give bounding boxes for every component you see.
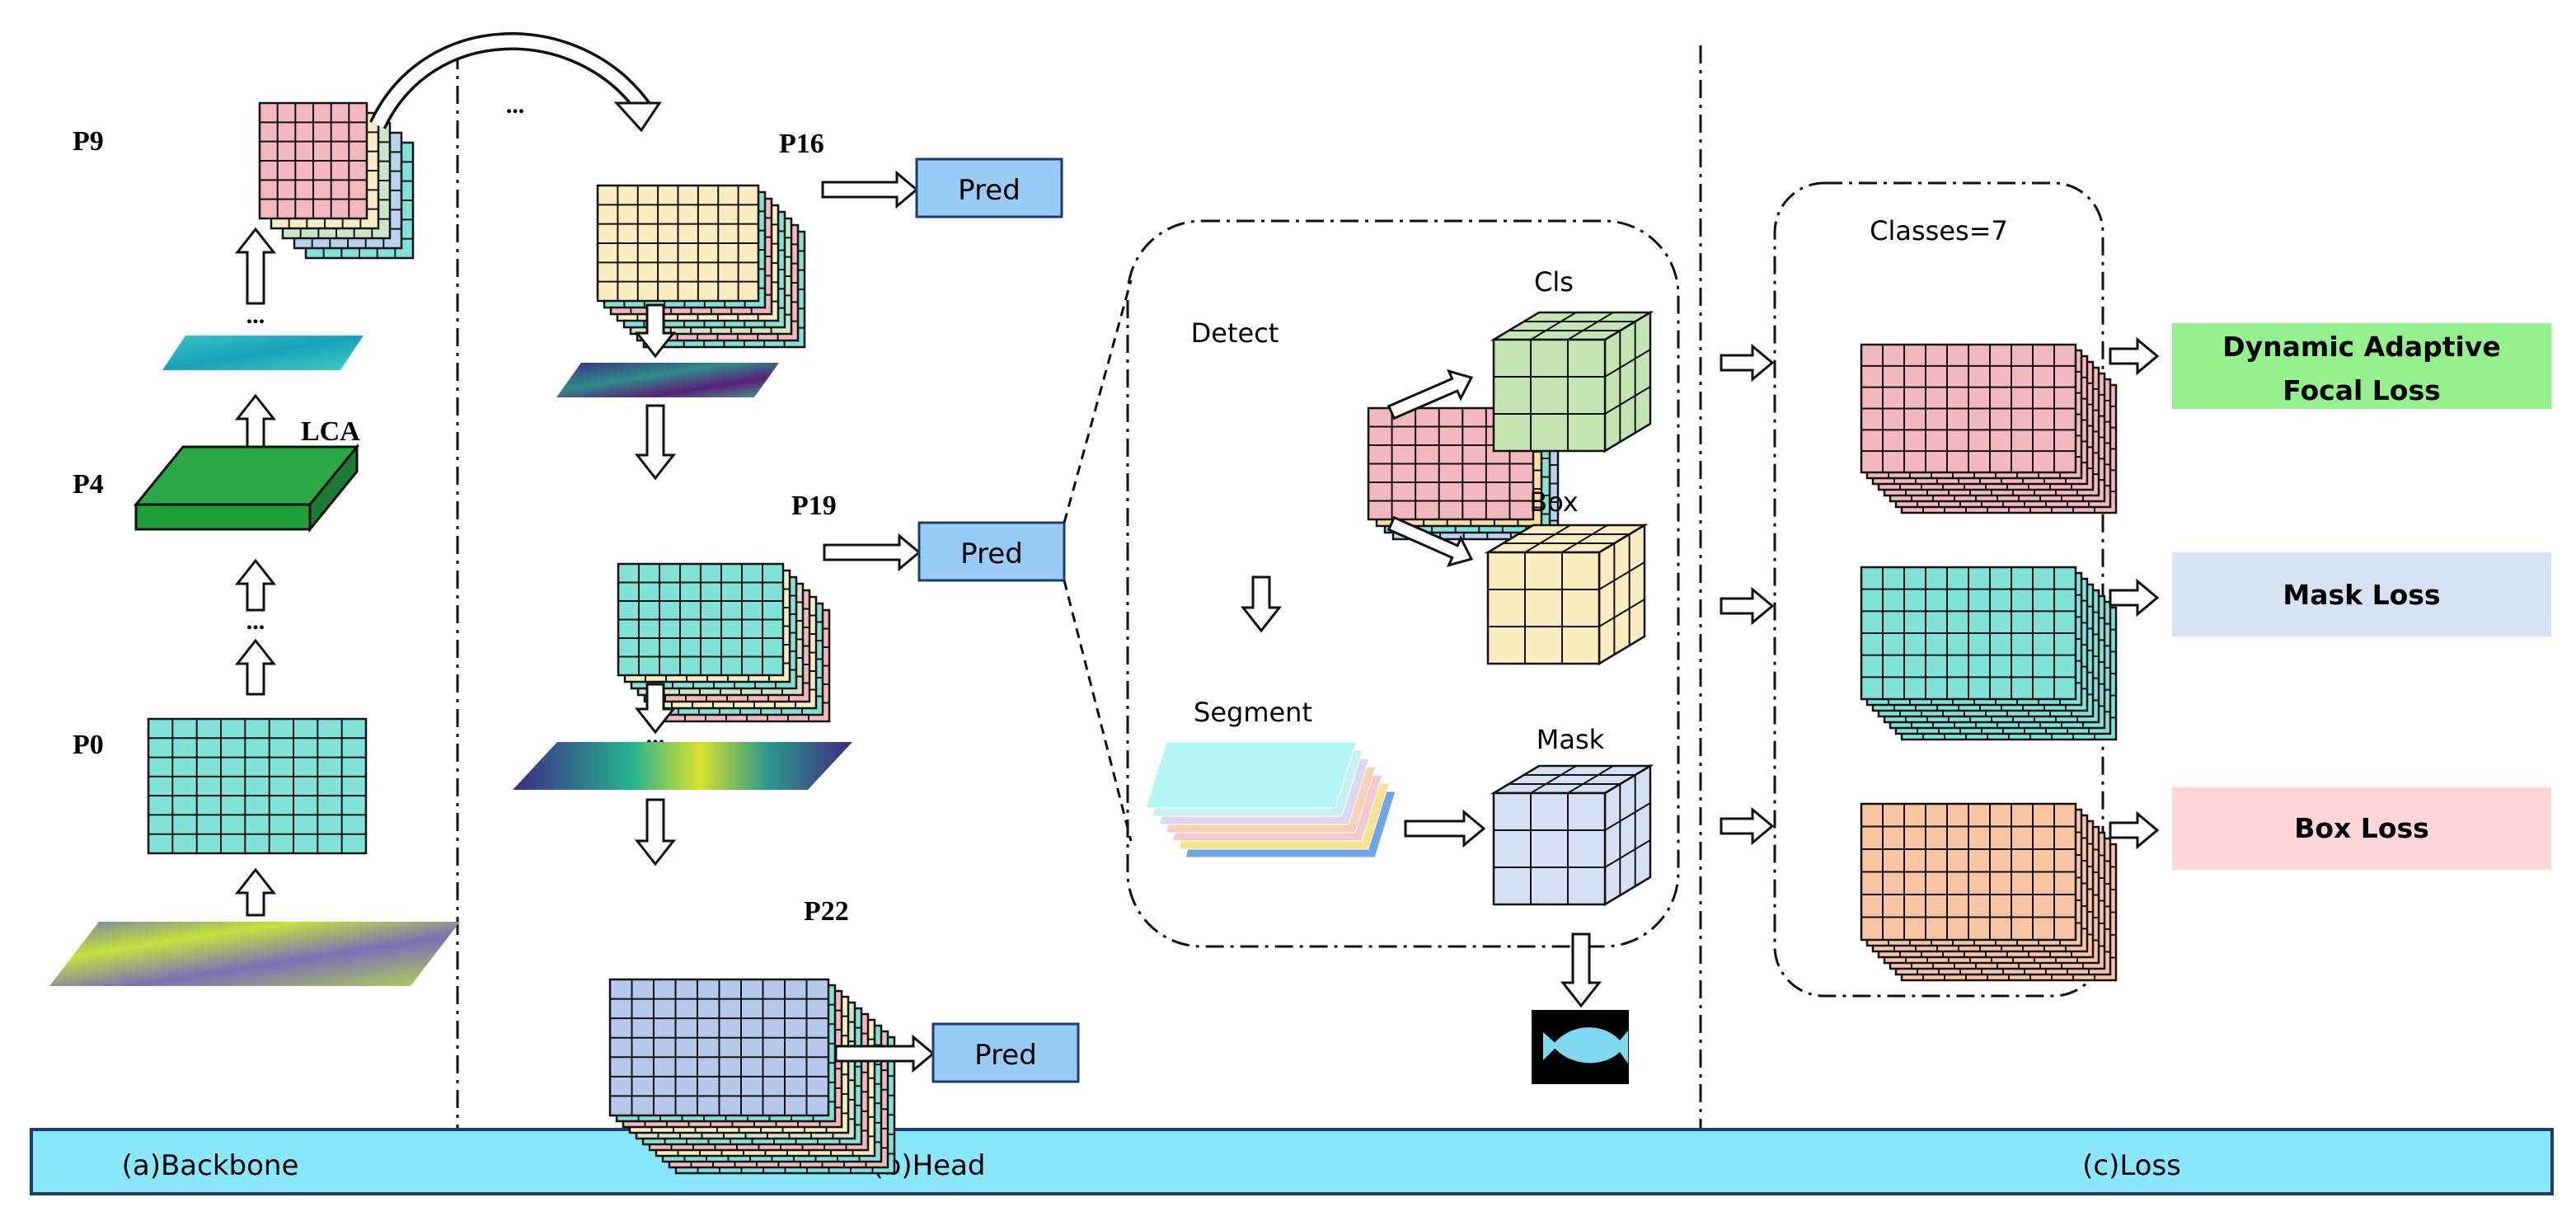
arrow-to-pred-p16 [821,170,919,209]
arrow-to-mask [1404,809,1486,848]
backbone-p4-plate [133,443,360,533]
label-classes: Classes=7 [1870,215,2008,247]
pred-box-p22 [931,1022,1080,1083]
dots-backbone-upper: ... [246,302,265,329]
arrow-to-focal [2109,336,2160,376]
arrow-to-pred-p19 [823,533,922,572]
input-image [49,922,460,986]
arrow-up-p0 [234,638,277,696]
cls-cube [1490,310,1654,453]
arrow-to-boxloss [2109,810,2160,850]
focal-loss-box [2172,323,2551,409]
loss-stack-mask [1860,566,2118,741]
label-detect: Detect [1191,317,1279,349]
label-p22: P22 [804,896,849,927]
arrow-down-detect [1240,575,1283,633]
pred-label-p19: Pred [960,538,1023,571]
arrow-up-input [234,867,277,917]
arrow-into-loss-1 [1720,343,1775,383]
mask-loss-label: Mask Loss [2283,579,2440,611]
label-segment: Segment [1194,697,1312,728]
feature-map-teal [162,336,364,370]
label-p0: P0 [73,730,104,760]
label-box: Box [1529,486,1578,518]
backbone-p0-grid [147,717,368,855]
dots-head-top: ... [506,92,525,119]
arrow-down-heat1 [634,404,677,481]
head-p19-stack [617,562,831,723]
head-p22-stack [608,978,896,1175]
mask-cube [1490,763,1654,907]
head-p19-stack-layer [617,562,785,677]
loss-stack-focal [1860,343,2118,514]
loss-stack-mask-layer [1860,566,2077,701]
feature-map-heat-2 [513,742,852,790]
pred-box-p16 [915,157,1063,218]
arrow-down-heat2 [634,798,677,866]
label-mask: Mask [1537,724,1605,755]
arrow-to-pred-p22 [834,1034,936,1073]
loss-panel [1773,181,2104,998]
label-cls: Cls [1534,266,1574,298]
loss-stack-focal-layer [1860,343,2077,474]
label-p9: P9 [73,126,104,157]
head-p22-stack-layer [608,978,830,1117]
loss-stack-box-layer [1860,802,2077,942]
mask-loss-box [2172,552,2551,636]
label-p19: P19 [791,491,837,521]
section-bar [30,1128,2554,1195]
focal-loss-label-line2: Focal Loss [2283,374,2441,406]
arrow-up-p4 [234,558,277,612]
arrow-into-loss-2 [1720,586,1775,626]
backbone-p9-stack [258,101,415,260]
zoom-line-bottom [1063,580,1133,842]
dots-backbone-lower: ... [246,608,265,635]
box-cube [1484,523,1649,666]
curved-arrow-head [613,101,662,133]
arrow-to-cls [1387,369,1474,420]
head-p16-stack-layer [596,184,760,303]
arrow-up-p9 [234,227,277,305]
section-label-backbone: (a)Backbone [122,1149,299,1182]
feature-map-heat-1 [556,363,779,397]
loss-stack-box [1860,802,2118,982]
fish-mask-icon [1543,1027,1628,1064]
box-loss-label: Box Loss [2294,812,2429,844]
arrow-down-p16 [634,303,677,359]
head-detail-panel [1126,219,1680,948]
focal-loss-label-line1: Dynamic Adaptive [2222,331,2500,363]
pred-label-p16: Pred [958,174,1021,207]
curved-arrow-fill [372,35,649,129]
arrow-to-box [1387,515,1474,567]
arrow-to-maskloss [2109,578,2160,618]
box-loss-box [2172,787,2551,870]
pred-label-p22: Pred [974,1039,1037,1072]
head-p16-stack [596,184,806,349]
label-p16: P16 [779,129,824,159]
label-p4: P4 [73,469,104,500]
segment-layers [1145,741,1396,858]
arrow-into-loss-3 [1720,806,1775,846]
label-lca: LCA [301,416,360,447]
arrow-down-p19 [634,683,677,735]
arrow-down-mask [1560,932,1602,1008]
zoom-line-top [1063,279,1133,524]
section-label-loss: (c)Loss [2082,1149,2181,1182]
pred-box-p19 [917,521,1066,582]
backbone-p9-stack-layer [258,101,368,220]
